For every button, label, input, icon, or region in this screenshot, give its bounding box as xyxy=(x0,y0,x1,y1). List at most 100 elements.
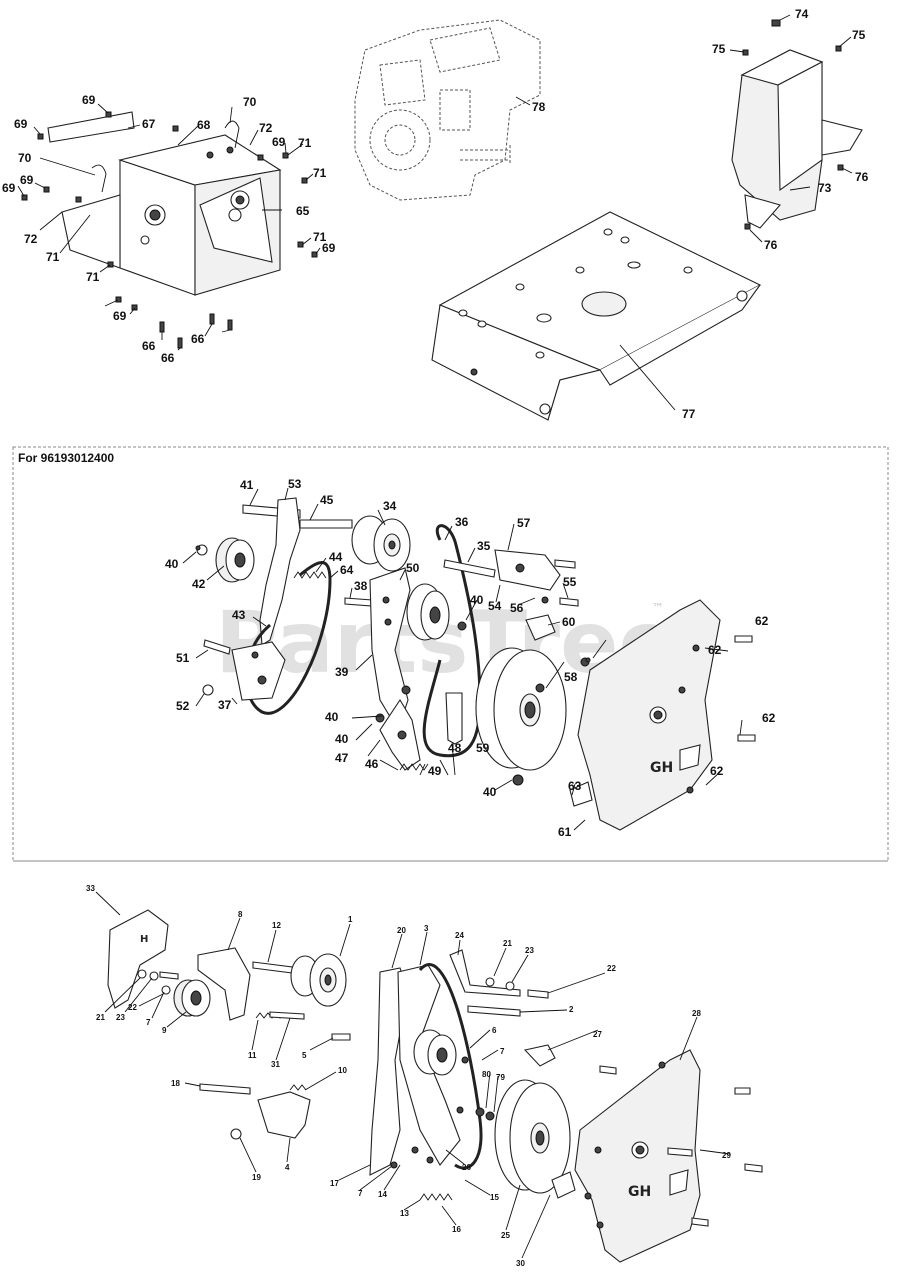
part-78-engine-ghost xyxy=(354,19,541,201)
callout-48: 48 xyxy=(448,741,462,755)
callout-11: 11 xyxy=(248,1051,257,1060)
callout-7: 7 xyxy=(500,1047,505,1056)
watermark-trademark: ™ xyxy=(652,601,664,615)
callout-47: 47 xyxy=(335,751,349,765)
plate-letters-gh: GH xyxy=(650,760,673,776)
callout-68: 68 xyxy=(197,118,211,132)
callout-23: 23 xyxy=(116,1013,125,1022)
callout-50: 50 xyxy=(406,561,420,575)
callout-13: 13 xyxy=(400,1209,409,1218)
callout-51: 51 xyxy=(176,651,190,665)
callout-61: 61 xyxy=(558,825,572,839)
callout-73: 73 xyxy=(818,181,832,195)
callout-60: 60 xyxy=(562,615,576,629)
callout-36: 36 xyxy=(455,515,469,529)
callout-24: 24 xyxy=(455,931,464,940)
callout-52: 52 xyxy=(176,699,190,713)
callout-75: 75 xyxy=(712,42,726,56)
callout-5: 5 xyxy=(302,1051,307,1060)
callout-66: 66 xyxy=(142,339,156,353)
callout-23: 23 xyxy=(525,946,534,955)
callout-77: 77 xyxy=(682,407,696,421)
callout-62: 62 xyxy=(708,643,722,657)
callout-28: 28 xyxy=(692,1009,701,1018)
callout-7: 7 xyxy=(146,1018,151,1027)
callout-18: 18 xyxy=(171,1079,180,1088)
callout-55: 55 xyxy=(563,575,577,589)
callout-12: 12 xyxy=(272,921,281,930)
callout-71: 71 xyxy=(313,166,327,180)
callout-71: 71 xyxy=(298,136,312,150)
callout-80: 80 xyxy=(482,1070,491,1079)
callout-69: 69 xyxy=(2,181,16,195)
callout-69: 69 xyxy=(322,241,336,255)
callout-25: 25 xyxy=(501,1231,510,1240)
callout-22: 22 xyxy=(607,964,616,973)
callout-40: 40 xyxy=(335,732,349,746)
callout-26: 26 xyxy=(462,1163,471,1172)
part-73-cover xyxy=(731,19,863,230)
callout-42: 42 xyxy=(192,577,206,591)
callout-67: 67 xyxy=(142,117,156,131)
callout-62: 62 xyxy=(710,764,724,778)
part-65-foot xyxy=(61,194,121,269)
callout-7: 7 xyxy=(358,1189,363,1198)
bottom-section-labels: 33 8 12 1 20 3 24 21 23 22 2 21 23 22 7 … xyxy=(86,884,731,1268)
callout-15: 15 xyxy=(490,1193,499,1202)
callout-56: 56 xyxy=(510,601,524,615)
callout-21: 21 xyxy=(503,939,512,948)
callout-74: 74 xyxy=(795,7,809,21)
callout-58: 58 xyxy=(564,670,578,684)
callout-19: 19 xyxy=(252,1173,261,1182)
callout-40: 40 xyxy=(470,593,484,607)
callout-4: 4 xyxy=(285,1163,290,1172)
callout-31: 31 xyxy=(271,1060,280,1069)
callout-69: 69 xyxy=(14,117,28,131)
callout-3: 3 xyxy=(424,924,429,933)
callout-72: 72 xyxy=(24,232,38,246)
callout-72: 72 xyxy=(259,121,273,135)
callout-62: 62 xyxy=(755,614,769,628)
callout-40: 40 xyxy=(483,785,497,799)
callout-22: 22 xyxy=(128,1003,137,1012)
callout-78: 78 xyxy=(532,100,546,114)
callout-66: 66 xyxy=(191,332,205,346)
callout-29: 29 xyxy=(722,1151,731,1160)
callout-69: 69 xyxy=(82,93,96,107)
callout-69: 69 xyxy=(20,173,34,187)
callout-6: 6 xyxy=(492,1026,497,1035)
callout-33: 33 xyxy=(86,884,95,893)
top-section-labels: 69 67 69 70 72 69 71 71 70 69 69 68 65 7… xyxy=(2,7,869,421)
callout-16: 16 xyxy=(452,1225,461,1234)
callout-66: 66 xyxy=(161,351,175,365)
callout-65: 65 xyxy=(296,204,310,218)
part-67-plate xyxy=(47,111,135,143)
callout-43: 43 xyxy=(232,608,246,622)
frame-assembly-top-left xyxy=(21,111,318,349)
callout-54: 54 xyxy=(488,599,502,613)
callout-10: 10 xyxy=(338,1066,347,1075)
callout-30: 30 xyxy=(516,1259,525,1268)
callout-34: 34 xyxy=(383,499,397,513)
callout-1: 1 xyxy=(348,915,353,924)
drive-assembly-bottom: H xyxy=(107,909,763,1263)
callout-35: 35 xyxy=(477,539,491,553)
callout-79: 79 xyxy=(496,1073,505,1082)
mid-leader-lines xyxy=(182,487,743,831)
callout-59: 59 xyxy=(476,741,490,755)
callout-57: 57 xyxy=(517,516,531,530)
callout-38: 38 xyxy=(354,579,368,593)
callout-49: 49 xyxy=(428,764,442,778)
callout-71: 71 xyxy=(313,230,327,244)
callout-40: 40 xyxy=(165,557,179,571)
callout-20: 20 xyxy=(397,926,406,935)
callout-70: 70 xyxy=(243,95,257,109)
callout-71: 71 xyxy=(46,250,60,264)
callout-76: 76 xyxy=(764,238,778,252)
plate-letters-gh-bottom: GH xyxy=(628,1184,651,1200)
callout-71: 71 xyxy=(86,270,100,284)
callout-69: 69 xyxy=(113,309,127,323)
callout-27: 27 xyxy=(593,1030,602,1039)
callout-44: 44 xyxy=(329,550,343,564)
mid-section-labels: 41 53 45 34 36 57 35 40 42 44 64 38 50 5… xyxy=(165,477,776,839)
